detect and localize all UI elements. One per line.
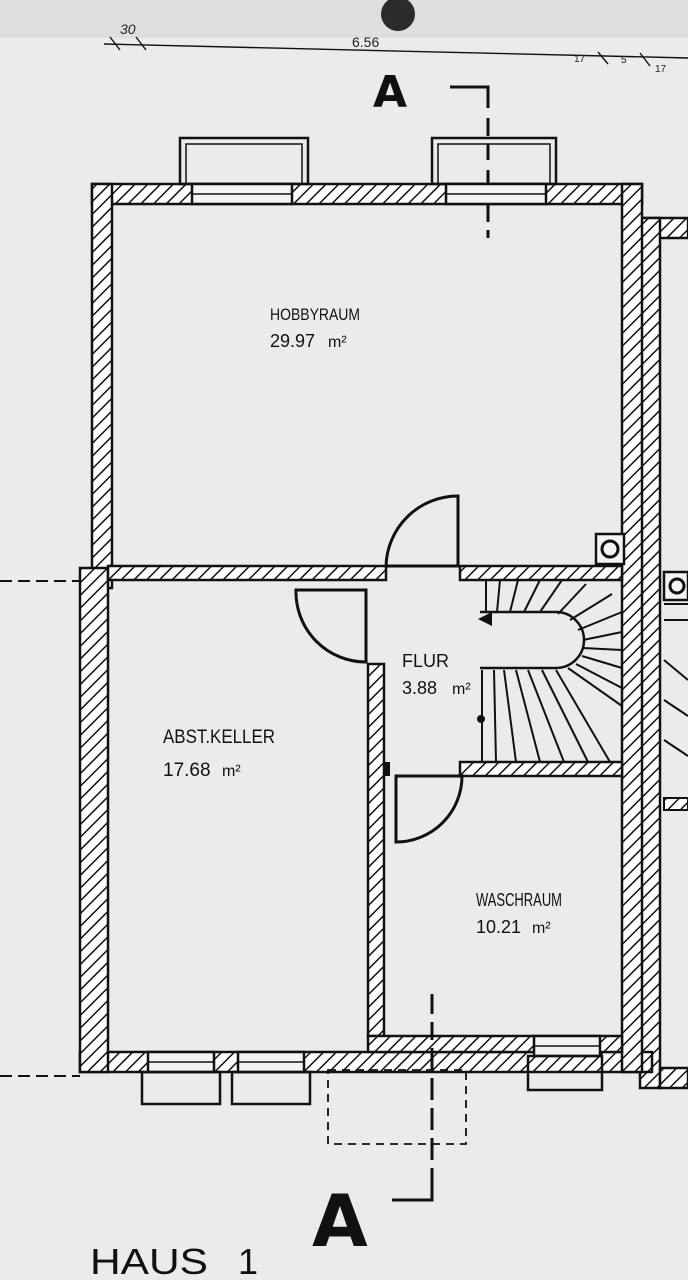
binder-hole — [381, 0, 415, 31]
dimension-width: 6.56 — [352, 34, 379, 50]
room-area: 3.88 — [402, 678, 437, 698]
door-swing-waschraum — [394, 774, 464, 844]
room-name: WASCHRAUM — [476, 890, 562, 910]
room-area: 17.68 — [163, 760, 211, 781]
top-dimension-line — [103, 36, 688, 67]
room-name: FLUR — [402, 651, 449, 671]
window-bottom-1 — [140, 1050, 222, 1106]
stair-direction-arrow — [478, 612, 492, 626]
door-swing-abstellkeller — [294, 588, 368, 664]
staircase — [480, 579, 623, 763]
light-well-outline — [327, 1069, 467, 1145]
room-label-hobbyraum: HOBBYRAUM 29.97 m² — [270, 305, 360, 351]
section-marker-top: A — [373, 67, 407, 118]
section-marker-bottom: A — [312, 1179, 368, 1263]
room-name: ABST.KELLER — [163, 727, 275, 748]
room-label-flur: FLUR 3.88 m² — [402, 651, 471, 698]
neighbour-staircase — [663, 603, 688, 811]
room-area-unit: m² — [452, 681, 471, 698]
room-name: HOBBYRAUM — [270, 305, 360, 324]
room-area-unit: m² — [222, 763, 241, 780]
room-label-waschraum: WASCHRAUM 10.21 m² — [476, 890, 562, 937]
window-top-left — [178, 136, 310, 206]
shaft-symbol-neighbour — [662, 570, 688, 602]
stair-start-dot — [477, 715, 485, 723]
door-swing-hobbyraum — [384, 494, 460, 568]
house-label-number: 1 — [238, 1241, 258, 1280]
room-label-abstellkeller: ABST.KELLER 17.68 m² — [163, 727, 275, 781]
dimension-wall-thickness: 30 — [120, 21, 136, 37]
room-area-unit: m² — [328, 334, 347, 351]
room-area: 29.97 — [270, 331, 315, 351]
dimension-right-a: 17 — [574, 54, 586, 65]
house-label-word: HAUS — [90, 1241, 208, 1280]
section-line-bottom — [392, 994, 434, 1202]
shaft-symbol — [594, 532, 626, 566]
dimension-right-b: 5 — [621, 55, 627, 66]
room-area-unit: m² — [532, 920, 551, 937]
room-area: 10.21 — [476, 917, 521, 937]
window-top-right — [430, 136, 558, 206]
door-stop — [384, 762, 390, 776]
window-bottom-3 — [526, 1034, 604, 1092]
dimension-right-c: 17 — [655, 64, 667, 75]
window-bottom-2 — [230, 1050, 312, 1106]
